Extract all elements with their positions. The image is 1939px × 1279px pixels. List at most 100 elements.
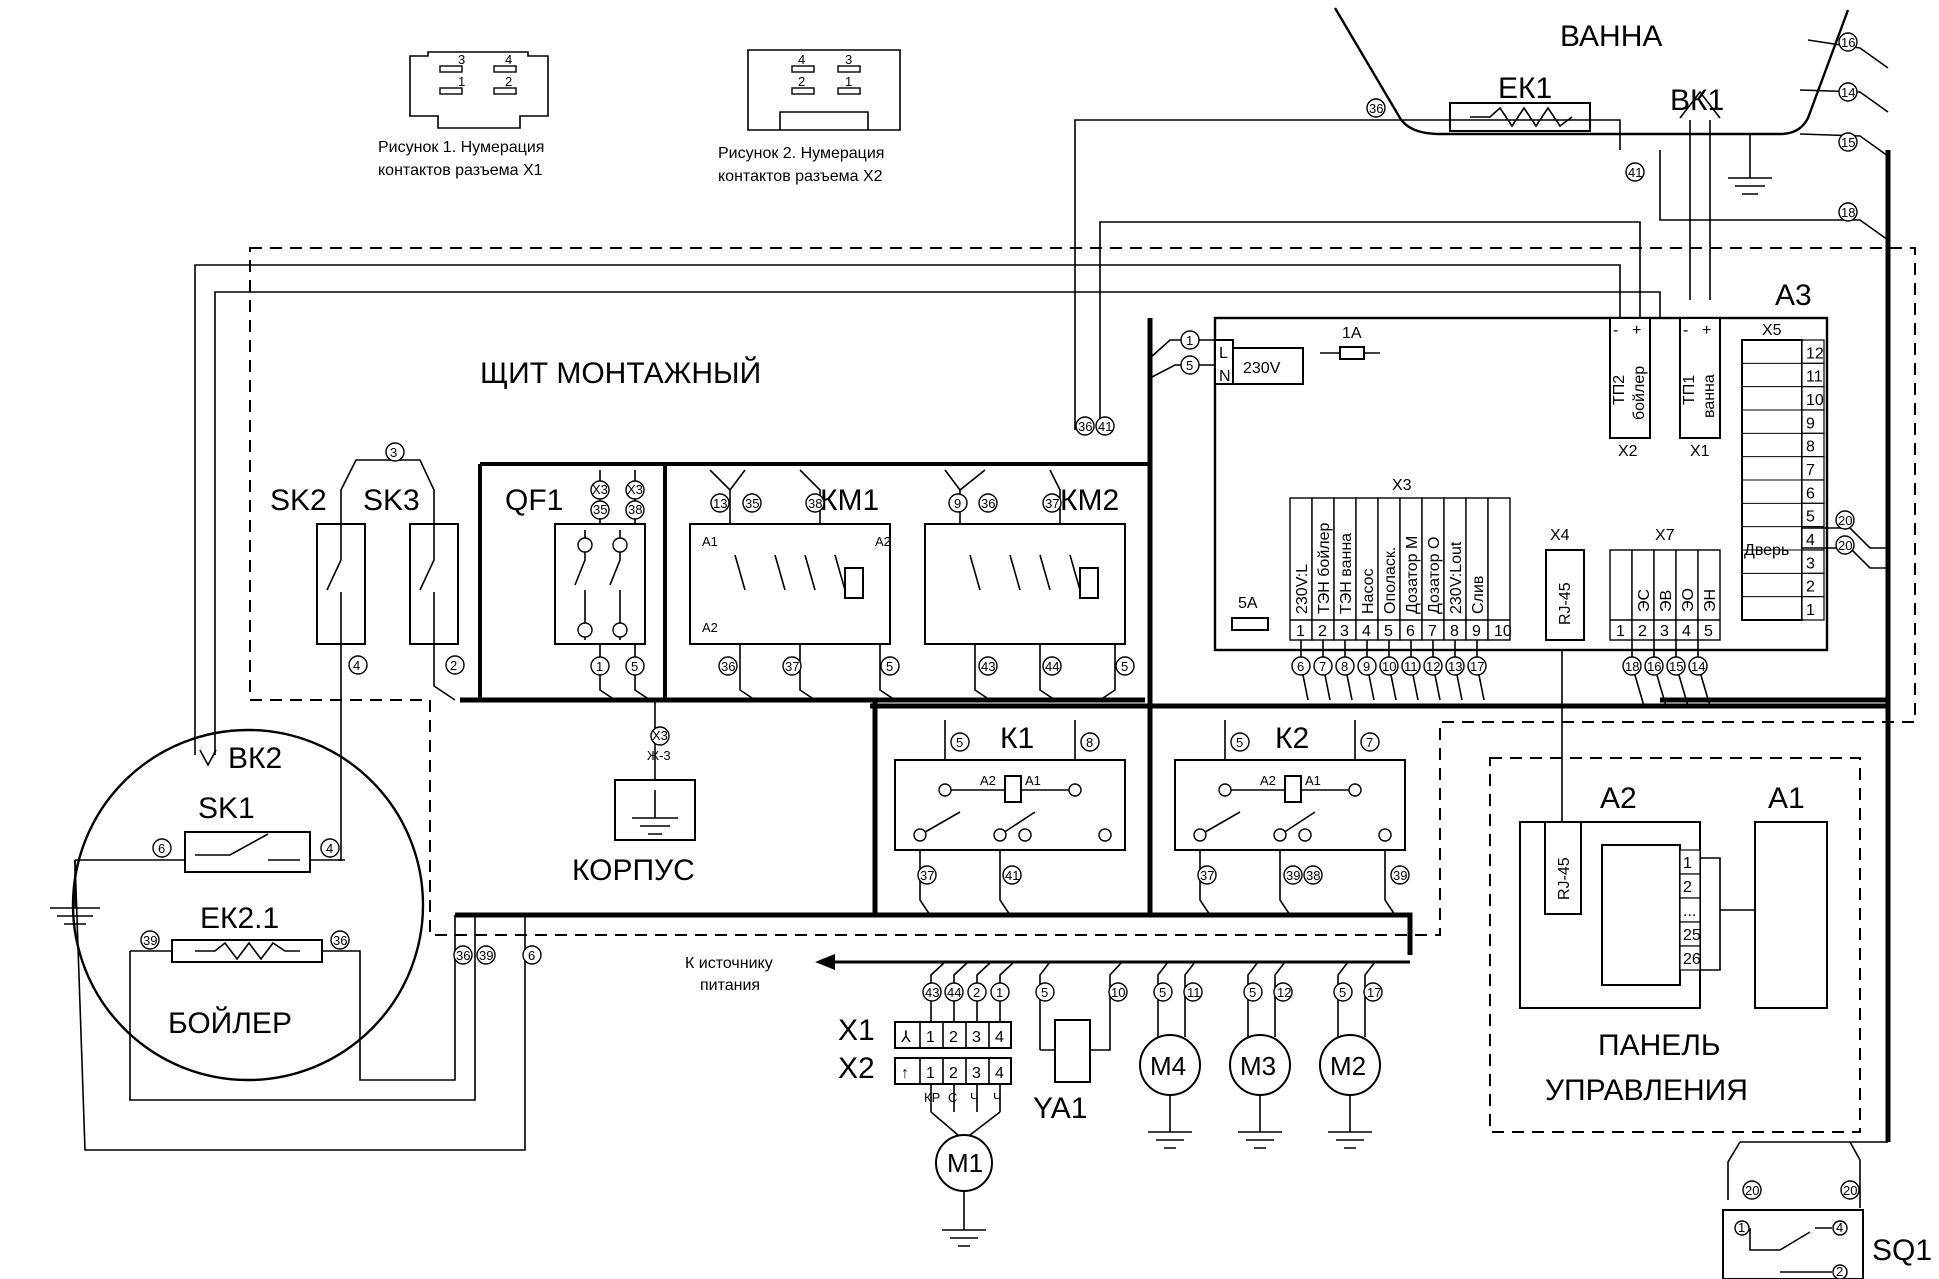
svg-text:39: 39	[1393, 868, 1407, 883]
x3-terminal-label: 230V:Lout	[1448, 541, 1465, 614]
svg-text:13: 13	[713, 496, 727, 511]
sq1-label: SQ1	[1872, 1234, 1932, 1267]
a2-pin-number: ...	[1683, 903, 1696, 920]
svg-text:20: 20	[1838, 513, 1852, 528]
tp1-label: ТП1	[1681, 375, 1698, 405]
svg-text:A2: A2	[980, 773, 996, 788]
x1-ch2: Ч	[993, 1090, 1002, 1105]
svg-text:2: 2	[949, 1029, 958, 1046]
svg-text:A2: A2	[1260, 773, 1276, 788]
svg-text:5: 5	[1249, 985, 1256, 1000]
x3-terminal-9	[1465, 497, 1489, 641]
svg-text:9: 9	[954, 496, 961, 511]
svg-text:2: 2	[798, 74, 805, 89]
x3-pin-number: 6	[1406, 623, 1415, 640]
wire-number: 9	[1363, 659, 1370, 674]
chassis-ground: X3 Ж-3 КОРПУС	[572, 700, 696, 887]
x7-terminal-label: ЭО	[1680, 588, 1697, 612]
svg-text:X3: X3	[627, 482, 643, 497]
x3-terminal-label: 230V:L	[1294, 564, 1311, 614]
svg-text:38: 38	[808, 496, 822, 511]
control-panel-title-2: УПРАВЛЕНИЯ	[1545, 1074, 1748, 1107]
svg-text:1: 1	[1186, 333, 1193, 348]
x7-pin-number: 5	[1704, 623, 1713, 640]
wire-number: 10	[1382, 659, 1396, 674]
a2-pin-number: 1	[1683, 855, 1692, 872]
breaker-qf1: QF1 X3 35 X3 38 1 5	[505, 470, 651, 701]
svg-text:43: 43	[981, 659, 995, 674]
control-panel-enclosure	[1489, 757, 1861, 1133]
svg-text:36: 36	[333, 933, 347, 948]
svg-text:36: 36	[1369, 101, 1383, 116]
x3-terminal-label: ТЭН бойлер	[1316, 522, 1333, 614]
boiler-section: ВК2 SK1 6 4 ЕК2.1 39 36 БОЙЛЕР	[50, 728, 526, 1151]
wire-marker	[1423, 656, 1443, 676]
x3-pin-number: 2	[1318, 623, 1327, 640]
x1-ch1: Ч	[970, 1090, 979, 1105]
svg-text:A2: A2	[702, 620, 718, 635]
wire-marker	[1291, 656, 1311, 676]
wire-marker	[1688, 656, 1708, 676]
svg-text:⅄: ⅄	[900, 1029, 911, 1046]
m4-label: M4	[1150, 1051, 1186, 1081]
svg-text:2: 2	[973, 985, 980, 1000]
x7-pin-number: 2	[1638, 623, 1647, 640]
x7-terminal-label: ЭС	[1636, 589, 1653, 612]
svg-text:7: 7	[1366, 735, 1373, 750]
wire-number: 13	[1448, 659, 1462, 674]
power-source-arrow: К источнику питания	[685, 954, 1410, 994]
x5-pin-number: 7	[1806, 462, 1815, 479]
x5-pin-number: 6	[1806, 485, 1815, 502]
x5-pin-number: 5	[1806, 509, 1815, 526]
wire-number: 11	[1404, 659, 1418, 674]
fig1-caption-1: Рисунок 1. Нумерация	[378, 139, 544, 156]
bus-lines	[455, 150, 1891, 1142]
wire-number: 16	[1647, 659, 1661, 674]
door-label: Дверь	[1744, 542, 1789, 559]
svg-text:6: 6	[158, 841, 165, 856]
svg-text:+: +	[1702, 322, 1711, 339]
svg-text:1: 1	[1738, 1220, 1745, 1235]
a2-pin	[1679, 945, 1701, 971]
fuse-5a: 5А	[1238, 595, 1258, 612]
x3-zh3: Ж-3	[647, 748, 671, 763]
svg-text:1: 1	[926, 1029, 935, 1046]
wire-marker	[1379, 656, 1399, 676]
wire-marker	[1335, 656, 1355, 676]
svg-text:41: 41	[1005, 868, 1019, 883]
ek1-label: ЕК1	[1498, 72, 1552, 105]
svg-text:18: 18	[1841, 205, 1855, 220]
svg-text:4: 4	[798, 52, 805, 67]
a2-label: А2	[1600, 782, 1637, 815]
x7-pin-number: 4	[1682, 623, 1691, 640]
svg-text:17: 17	[1367, 985, 1381, 1000]
x7-terminal-label: ЭВ	[1658, 590, 1675, 612]
x3-label: X3	[1392, 477, 1412, 494]
motor-m2: M2 5 17	[1319, 961, 1383, 1149]
x3-pin-number: 7	[1428, 623, 1437, 640]
k1-label: К1	[1000, 722, 1034, 755]
svg-text:X3: X3	[592, 482, 608, 497]
x7-terminal-label: ЭН	[1702, 589, 1719, 612]
svg-text:20: 20	[1843, 1183, 1857, 1198]
k2-label: К2	[1275, 722, 1309, 755]
motor-m3: M3 5 12	[1229, 961, 1293, 1149]
svg-text:44: 44	[947, 985, 961, 1000]
svg-text:A2: A2	[875, 534, 891, 549]
tp2-sub: бойлер	[1631, 366, 1648, 420]
svg-text:4: 4	[1836, 1220, 1843, 1235]
x5-label: X5	[1762, 322, 1782, 339]
boiler-label: БОЙЛЕР	[168, 1006, 292, 1040]
x3-pin-number: 10	[1494, 623, 1512, 640]
svg-text:39: 39	[479, 948, 493, 963]
svg-text:2: 2	[949, 1065, 958, 1082]
x5-pin-number: 1	[1806, 602, 1815, 619]
svg-text:5: 5	[1121, 659, 1128, 674]
a1-label: А1	[1768, 782, 1805, 815]
svg-text:5: 5	[956, 735, 963, 750]
svg-text:3: 3	[390, 445, 397, 460]
